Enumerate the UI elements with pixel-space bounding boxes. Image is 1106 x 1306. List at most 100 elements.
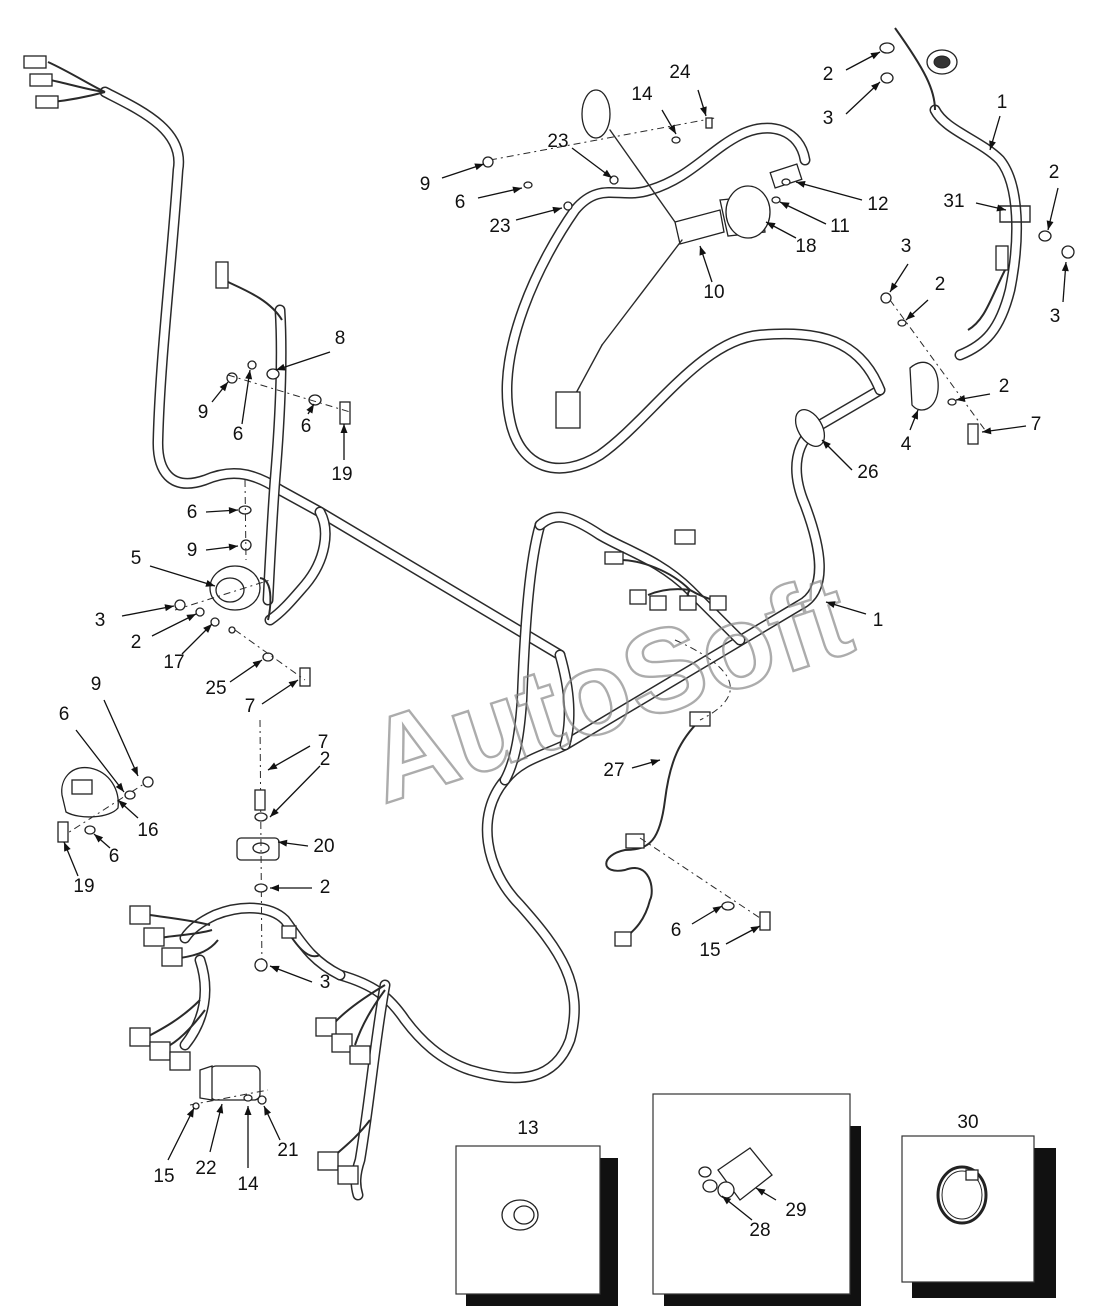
callout-label-c20: 20 — [313, 836, 334, 857]
callout-label-c9a: 9 — [420, 174, 431, 195]
leader-line-c8 — [275, 351, 331, 371]
callout-label-c23b: 23 — [489, 216, 510, 237]
leader-arrow-c8 — [276, 363, 286, 371]
device-22 — [189, 1065, 269, 1106]
leader-arrow-c21 — [264, 1106, 271, 1116]
lower-center-connector-group — [281, 925, 391, 1201]
leader-line-c9d — [103, 699, 139, 777]
leader-arrow-c9b — [219, 382, 228, 392]
switch-assembly — [59, 767, 151, 839]
leader-arrow-c3c — [890, 282, 898, 292]
callout-label-c19a: 19 — [331, 464, 352, 485]
leader-arrow-c6b — [245, 370, 253, 380]
callout-label-c22: 22 — [195, 1158, 216, 1179]
leader-arrow-c6d — [228, 507, 238, 515]
fastener-parts — [57, 42, 1075, 1110]
leader-line-c6b — [241, 369, 251, 425]
callout-label-c31: 31 — [943, 191, 964, 212]
center-connector-group — [604, 529, 727, 611]
leader-arrow-c7b — [288, 680, 298, 688]
callout-label-c4: 4 — [901, 434, 912, 455]
leader-arrow-c2f — [270, 808, 279, 817]
leader-line-c6e — [75, 729, 125, 793]
leader-arrow-c1b — [826, 601, 836, 608]
sub-harness-27 — [605, 639, 761, 947]
callout-label-c18: 18 — [795, 236, 816, 257]
callout-label-c2c: 2 — [935, 274, 946, 295]
callout-label-c28: 28 — [749, 1220, 770, 1241]
leader-arrow-c31 — [996, 204, 1006, 212]
leader-arrow-c9a — [474, 163, 484, 171]
callout-label-c6e: 6 — [59, 704, 70, 725]
callout-label-c2g: 2 — [320, 877, 331, 898]
leader-line-c5 — [149, 565, 216, 587]
callout-label-c7c: 7 — [318, 732, 329, 753]
callout-label-c14a: 14 — [631, 84, 653, 105]
leader-arrow-c2e — [186, 614, 196, 622]
callout-label-c2b: 2 — [1049, 162, 1060, 183]
leader-arrow-c5 — [205, 580, 215, 587]
leader-arrow-c22 — [216, 1104, 224, 1114]
watermark-text: AutoSoft — [351, 549, 865, 828]
leader-arrow-c25 — [252, 660, 262, 668]
fuel-sender-harness — [489, 89, 886, 474]
leader-arrow-c3a — [871, 82, 880, 91]
leader-arrow-c16 — [118, 800, 128, 809]
leader-arrow-c20 — [278, 839, 288, 847]
callout-label-c3c: 3 — [901, 236, 912, 257]
leader-arrow-c15b — [186, 1108, 194, 1118]
callout-label-c30: 30 — [957, 1112, 978, 1133]
leader-arrow-c23a — [602, 169, 612, 178]
clip-part — [794, 409, 826, 447]
callout-label-c15b: 15 — [153, 1166, 174, 1187]
inset-box-28-29 — [652, 1093, 861, 1306]
bracket-part — [889, 299, 986, 431]
leader-line-c15b — [167, 1107, 195, 1161]
callout-label-c24: 24 — [669, 62, 691, 83]
leader-arrow-c6e — [115, 782, 124, 792]
leader-arrow-c6g — [712, 906, 722, 914]
leader-arrow-c10 — [699, 246, 707, 256]
callout-label-c16: 16 — [137, 820, 158, 841]
leader-arrow-c6f — [94, 834, 104, 843]
inset-box-13 — [455, 1145, 618, 1306]
leader-line-c12 — [795, 181, 863, 201]
callout-label-c2f: 2 — [320, 749, 331, 770]
leader-arrow-c7c — [268, 762, 278, 770]
callout-label-c2a: 2 — [823, 64, 834, 85]
callout-label-c7a: 7 — [1031, 414, 1042, 435]
callout-label-c3e: 3 — [320, 972, 331, 993]
callout-label-c21: 21 — [277, 1140, 298, 1161]
callout-label-c11: 11 — [830, 216, 850, 237]
callout-label-c1a: 1 — [997, 92, 1008, 113]
leader-arrow-c2d — [956, 394, 966, 402]
leader-arrow-c26 — [822, 440, 831, 449]
callout-label-c7b: 7 — [245, 696, 256, 717]
callout-label-c3b: 3 — [1050, 306, 1061, 327]
callout-label-c13: 13 — [517, 1118, 538, 1139]
leader-arrow-c17 — [203, 624, 212, 633]
callout-label-c8: 8 — [335, 328, 346, 349]
leader-arrow-c18 — [766, 222, 776, 230]
lower-left-connector-group — [129, 905, 219, 1071]
callout-label-c6d: 6 — [187, 502, 198, 523]
leader-arrow-c2b — [1046, 220, 1054, 230]
callout-label-c9c: 9 — [187, 540, 198, 561]
callout-label-c12: 12 — [867, 194, 888, 215]
leader-arrow-c3e — [270, 965, 280, 973]
leader-arrow-c14b — [244, 1106, 252, 1115]
leader-arrow-c3d — [164, 604, 174, 612]
callout-label-c3d: 3 — [95, 610, 106, 631]
callout-label-c27: 27 — [603, 760, 624, 781]
leader-arrow-c28 — [722, 1196, 732, 1205]
leader-arrow-c9c — [228, 543, 238, 551]
bracket-20 — [236, 719, 280, 976]
leader-arrow-c19b — [64, 842, 71, 852]
leader-arrow-c9d — [131, 766, 138, 776]
callout-label-c9d: 9 — [91, 674, 102, 695]
callout-label-c19b: 19 — [73, 876, 94, 897]
callout-label-c25: 25 — [205, 678, 226, 699]
leader-arrow-c23b — [552, 206, 562, 214]
